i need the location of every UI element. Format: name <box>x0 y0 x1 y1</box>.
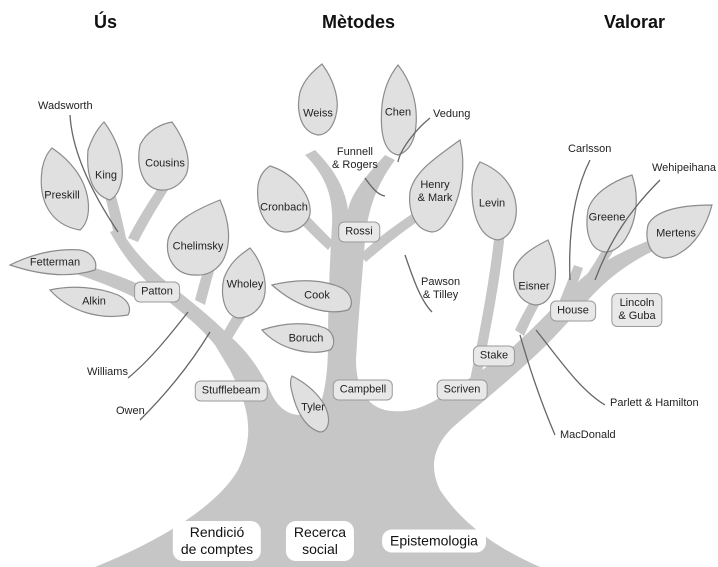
leaf-chen <box>380 64 417 156</box>
line-vedung <box>397 117 431 163</box>
leaf-levin <box>471 161 517 241</box>
leaf-eisner <box>513 239 557 306</box>
line-wadsworth <box>69 114 119 233</box>
line-owen <box>139 331 211 421</box>
label-macdonald: MacDonald <box>560 429 616 441</box>
label-pawson-tilley: Pawson & Tilley <box>421 276 461 301</box>
leaf-label-chelimsky: Chelimsky <box>172 240 224 253</box>
leaf-label-king: King <box>94 169 118 182</box>
leaf-weiss <box>297 63 338 136</box>
leaf-label-cronbach: Cronbach <box>260 201 308 214</box>
box-scriven: Scriven <box>436 379 488 401</box>
leaf-label-mertens: Mertens <box>656 227 696 240</box>
leaf-label-greene: Greene <box>588 211 626 224</box>
root-social-inquiry: Recerca social <box>285 521 355 561</box>
leaf-greene <box>586 174 637 253</box>
label-carlsson: Carlsson <box>568 143 612 155</box>
line-williams <box>127 311 189 379</box>
leaf-cronbach <box>257 165 311 233</box>
branch-title-methods: Mètodes <box>322 12 396 32</box>
line-macdonald <box>519 334 556 436</box>
line-pawson <box>404 254 433 313</box>
leaf-cook <box>270 280 352 313</box>
leaf-henry-mark <box>409 138 464 233</box>
leaf-label-henry-mark: Henry & Mark <box>417 179 453 204</box>
label-vedung: Vedung <box>433 108 471 120</box>
leaf-label-fetterman: Fetterman <box>29 256 81 269</box>
branch-title-use: Ús <box>94 12 118 32</box>
label-funnell-rogers: Funnell & Rogers <box>332 146 378 171</box>
line-funnell <box>364 177 386 197</box>
tree-limb-left-upper2 <box>128 185 168 242</box>
leaf-label-tyler: Tyler <box>301 401 325 414</box>
box-rossi: Rossi <box>338 221 380 243</box>
leaf-mertens <box>646 204 713 259</box>
leaf-label-cook: Cook <box>304 289 330 302</box>
box-campbell: Campbell <box>332 379 394 401</box>
leaf-wholey <box>221 247 266 319</box>
box-stufflebeam: Stufflebeam <box>194 380 268 402</box>
leaf-alkin <box>48 286 131 318</box>
leaf-king <box>87 121 123 201</box>
leaf-label-levin: Levin <box>478 197 506 210</box>
leaf-boruch <box>260 323 335 353</box>
line-wehipeihana <box>594 179 661 281</box>
box-lincoln-guba: Lincoln & Guba <box>611 293 663 327</box>
tree-limb-right-house <box>560 265 583 306</box>
box-patton: Patton <box>134 281 180 303</box>
root-accountability: Rendició de comptes <box>172 521 262 561</box>
tree-trunk <box>95 150 655 567</box>
label-wadsworth: Wadsworth <box>38 100 93 112</box>
line-carlsson <box>569 159 591 281</box>
tree-limb-middle-henry <box>360 212 420 262</box>
leaf-label-alkin: Alkin <box>82 295 106 308</box>
box-house: House <box>550 300 596 322</box>
branch-title-valuing: Valorar <box>604 12 666 32</box>
leaf-cousins <box>138 121 189 191</box>
leaf-fetterman <box>8 249 97 276</box>
leaf-preskill <box>40 147 90 231</box>
leaf-label-weiss: Weiss <box>303 107 333 120</box>
tree-limb-right-levin <box>470 230 505 382</box>
label-owen: Owen <box>116 405 145 417</box>
leaf-label-eisner: Eisner <box>518 280 550 293</box>
line-parlett <box>535 329 606 406</box>
leaf-tyler <box>289 375 330 433</box>
leaf-label-preskill: Preskill <box>44 189 80 202</box>
leaf-label-chen: Chen <box>384 106 412 119</box>
label-parlett-hamilton: Parlett & Hamilton <box>610 397 699 409</box>
label-williams: Williams <box>87 366 128 378</box>
leaf-label-boruch: Boruch <box>288 332 324 345</box>
box-stake: Stake <box>472 345 516 367</box>
label-wehipeihana: Wehipeihana <box>652 162 717 174</box>
root-epistemology: Epistemologia <box>382 529 486 553</box>
leaf-chelimsky <box>166 199 230 276</box>
leaf-label-cousins: Cousins <box>145 157 185 170</box>
leaf-label-wholey: Wholey <box>226 278 264 291</box>
